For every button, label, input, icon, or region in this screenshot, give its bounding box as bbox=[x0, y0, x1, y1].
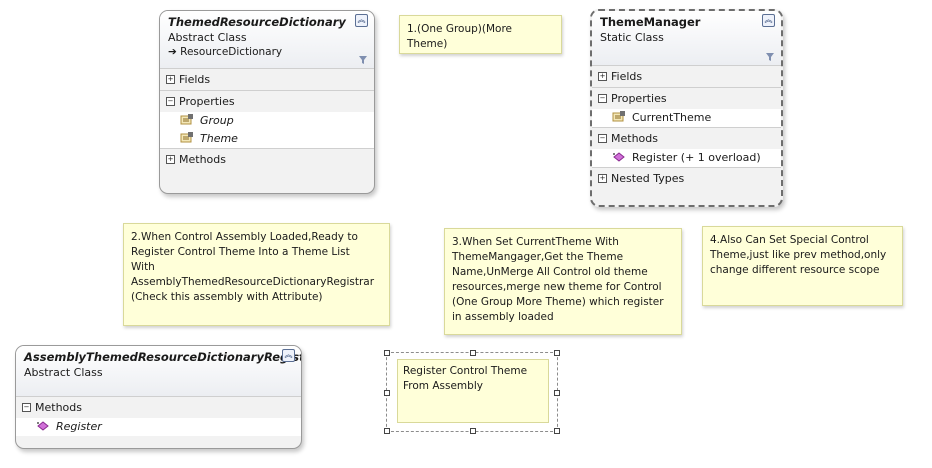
resize-handle-bottom-right[interactable] bbox=[554, 428, 560, 434]
note-line: ThemeMangager,Get the Theme bbox=[452, 251, 624, 263]
double-chevron-up-icon[interactable]: ︽ bbox=[355, 14, 368, 27]
expand-icon[interactable]: + bbox=[166, 74, 175, 84]
expand-icon[interactable]: + bbox=[166, 154, 175, 164]
class-themed-resource-dictionary[interactable]: ThemedResourceDictionary Abstract Class … bbox=[159, 10, 375, 194]
nested-types-compartment: + Nested Types bbox=[592, 167, 781, 189]
class-theme-manager[interactable]: ThemeManager Static Class ︽ +Fields −Pro… bbox=[590, 9, 783, 207]
method-item[interactable]: Register (+ 1 overload) bbox=[592, 149, 781, 167]
note-control-assembly-loaded[interactable]: 2.When Control Assembly Loaded,Ready to … bbox=[123, 223, 390, 326]
methods-label: Methods bbox=[35, 401, 82, 414]
fields-compartment: + Fields bbox=[160, 68, 374, 90]
note-line: Register Control Theme Into a Theme List bbox=[131, 246, 350, 258]
class-kind: Static Class bbox=[600, 31, 664, 44]
methods-compartment: + Methods bbox=[160, 148, 374, 170]
properties-header[interactable]: −Properties bbox=[592, 88, 781, 109]
collapse-icon[interactable]: − bbox=[166, 96, 175, 106]
properties-label: Properties bbox=[611, 92, 667, 105]
method-icon bbox=[613, 152, 625, 162]
property-item[interactable]: Group bbox=[160, 112, 374, 130]
method-item[interactable]: Register bbox=[16, 418, 301, 436]
fields-compartment: + Fields bbox=[592, 65, 781, 87]
properties-label: Properties bbox=[179, 95, 235, 108]
nested-types-label: Nested Types bbox=[611, 172, 685, 185]
property-icon bbox=[612, 111, 625, 122]
collapse-icon[interactable]: − bbox=[22, 402, 31, 412]
class-name: AssemblyThemedResourceDictionaryRegistra… bbox=[24, 350, 302, 364]
class-kind: Abstract Class bbox=[24, 366, 103, 379]
filter-icon[interactable] bbox=[766, 53, 774, 61]
note-line: Register Control Theme bbox=[403, 365, 528, 377]
note-line: 4.Also Can Set Special Control bbox=[710, 234, 869, 246]
note-line: in assembly loaded bbox=[452, 311, 554, 323]
nested-types-header[interactable]: + Nested Types bbox=[592, 168, 781, 189]
note-register-control-theme[interactable]: Register Control Theme From Assembly bbox=[397, 359, 549, 423]
fields-label: Fields bbox=[179, 73, 211, 86]
note-line: 1.(One Group)(More bbox=[407, 23, 513, 35]
property-name: CurrentTheme bbox=[632, 111, 712, 124]
fields-label: Fields bbox=[611, 70, 643, 83]
base-class: ➔ ResourceDictionary bbox=[168, 46, 283, 58]
note-register-control-theme-selected[interactable]: Register Control Theme From Assembly bbox=[384, 350, 560, 434]
collapse-icon[interactable]: − bbox=[598, 93, 607, 103]
property-name: Theme bbox=[200, 132, 238, 145]
resize-handle-top-right[interactable] bbox=[554, 350, 560, 356]
resize-handle-bottom[interactable] bbox=[470, 428, 476, 434]
class-header: AssemblyThemedResourceDictionaryRegistra… bbox=[16, 346, 301, 396]
note-line: change different resource scope bbox=[710, 264, 880, 276]
note-line: AssemblyThemedResourceDictionaryRegistra… bbox=[131, 276, 375, 288]
note-line: From Assembly bbox=[403, 380, 483, 392]
properties-compartment: −Properties Group Theme bbox=[160, 90, 374, 148]
resize-handle-top[interactable] bbox=[470, 350, 476, 356]
property-icon bbox=[180, 132, 193, 143]
methods-header[interactable]: + Methods bbox=[160, 149, 374, 170]
methods-header[interactable]: −Methods bbox=[16, 397, 301, 418]
note-line: (One Group More Theme) which register bbox=[452, 296, 664, 308]
class-assembly-themed-resource-dictionary-registrar[interactable]: AssemblyThemedResourceDictionaryRegistra… bbox=[15, 345, 302, 449]
methods-header[interactable]: −Methods bbox=[592, 128, 781, 149]
note-set-current-theme[interactable]: 3.When Set CurrentTheme With ThemeMangag… bbox=[444, 228, 682, 335]
double-chevron-up-icon[interactable]: ︽ bbox=[282, 349, 295, 362]
note-line: resources,merge new theme for Control bbox=[452, 281, 662, 293]
method-icon bbox=[37, 421, 49, 431]
properties-compartment: −Properties CurrentTheme bbox=[592, 87, 781, 127]
methods-label: Methods bbox=[179, 153, 226, 166]
note-line: 3.When Set CurrentTheme With bbox=[452, 236, 619, 248]
methods-compartment: −Methods Register bbox=[16, 396, 301, 436]
method-name: Register (+ 1 overload) bbox=[632, 151, 761, 164]
class-header: ThemeManager Static Class ︽ bbox=[592, 11, 781, 65]
note-one-group-more-theme[interactable]: 1.(One Group)(More Theme) bbox=[399, 15, 562, 54]
filter-icon[interactable] bbox=[359, 56, 367, 64]
double-chevron-up-icon[interactable]: ︽ bbox=[762, 14, 775, 27]
class-header: ThemedResourceDictionary Abstract Class … bbox=[160, 11, 374, 68]
note-line: Theme) bbox=[407, 38, 448, 50]
method-name: Register bbox=[56, 420, 102, 433]
property-item[interactable]: CurrentTheme bbox=[592, 109, 781, 127]
resize-handle-right[interactable] bbox=[554, 390, 560, 396]
note-line: With bbox=[131, 261, 155, 273]
collapse-icon[interactable]: − bbox=[598, 133, 607, 143]
property-name: Group bbox=[200, 114, 234, 127]
note-line: Theme,just like prev method,only bbox=[710, 249, 887, 261]
methods-label: Methods bbox=[611, 132, 658, 145]
properties-header[interactable]: −Properties bbox=[160, 91, 374, 112]
resize-handle-left[interactable] bbox=[384, 390, 390, 396]
class-name: ThemeManager bbox=[600, 15, 701, 29]
resize-handle-bottom-left[interactable] bbox=[384, 428, 390, 434]
note-line: Name,UnMerge All Control old theme bbox=[452, 266, 648, 278]
fields-header[interactable]: + Fields bbox=[592, 66, 781, 87]
property-icon bbox=[180, 114, 193, 125]
expand-icon[interactable]: + bbox=[598, 71, 607, 81]
property-item[interactable]: Theme bbox=[160, 130, 374, 148]
fields-header[interactable]: + Fields bbox=[160, 69, 374, 90]
class-name: ThemedResourceDictionary bbox=[168, 15, 346, 29]
note-special-control-theme[interactable]: 4.Also Can Set Special Control Theme,jus… bbox=[702, 226, 903, 306]
note-line: (Check this assembly with Attribute) bbox=[131, 291, 323, 303]
note-line: 2.When Control Assembly Loaded,Ready to bbox=[131, 231, 358, 243]
resize-handle-top-left[interactable] bbox=[384, 350, 390, 356]
expand-icon[interactable]: + bbox=[598, 173, 607, 183]
methods-compartment: −Methods Register (+ 1 overload) bbox=[592, 127, 781, 167]
class-kind: Abstract Class bbox=[168, 31, 247, 44]
